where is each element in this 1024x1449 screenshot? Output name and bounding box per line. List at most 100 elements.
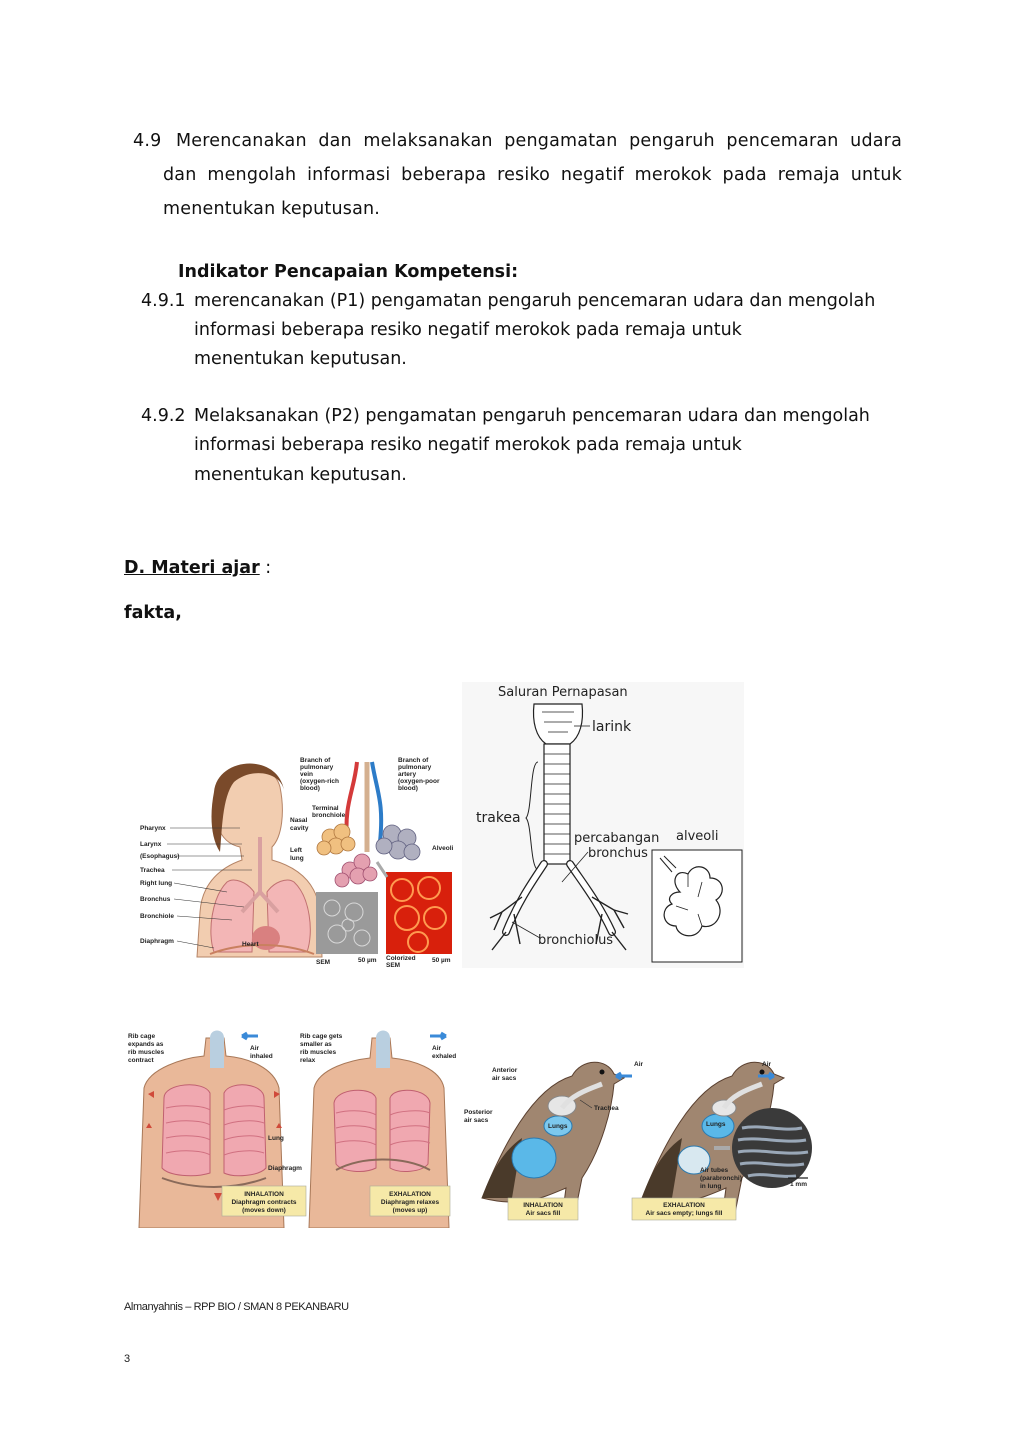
- svg-text:blood): blood): [300, 785, 320, 792]
- indicator-heading: Indikator Pencapaian Kompetensi:: [178, 262, 519, 282]
- svg-text:50 µm: 50 µm: [432, 957, 451, 964]
- svg-text:pulmonary: pulmonary: [398, 764, 432, 771]
- svg-text:Bronchiole: Bronchiole: [140, 913, 174, 920]
- svg-text:Air tubes: Air tubes: [700, 1167, 729, 1174]
- svg-text:trakea: trakea: [476, 810, 521, 826]
- svg-text:Rib cage: Rib cage: [128, 1033, 155, 1040]
- svg-text:INHALATION: INHALATION: [523, 1202, 563, 1209]
- svg-text:1 mm: 1 mm: [790, 1181, 807, 1188]
- svg-text:bronchiolus: bronchiolus: [538, 933, 613, 948]
- svg-text:inhaled: inhaled: [250, 1053, 273, 1060]
- svg-text:relax: relax: [300, 1057, 316, 1064]
- page-number: 3: [124, 1353, 130, 1365]
- svg-text:Lungs: Lungs: [706, 1121, 726, 1128]
- svg-text:Colorized: Colorized: [386, 955, 416, 962]
- svg-text:EXHALATION: EXHALATION: [389, 1191, 431, 1198]
- svg-text:percabangan: percabangan: [574, 831, 659, 846]
- section-heading: D. Materi ajar :: [124, 555, 271, 581]
- svg-text:blood): blood): [398, 785, 418, 792]
- air-tubes-label: Air tubes (parabronchi) in lung: [700, 1167, 742, 1190]
- human-respiratory-illustration: Pharynx Larynx (Esophagus) Trachea Right…: [140, 757, 454, 969]
- svg-text:Posterior: Posterior: [464, 1109, 493, 1116]
- svg-text:Air sacs empty; lungs fill: Air sacs empty; lungs fill: [646, 1210, 723, 1217]
- svg-text:Diaphragm contracts: Diaphragm contracts: [231, 1199, 296, 1206]
- indicator-2-line-3: menentukan keputusan.: [194, 465, 407, 485]
- svg-text:Heart: Heart: [242, 941, 259, 948]
- svg-text:Pharynx: Pharynx: [140, 825, 166, 832]
- objective-line-2: dan mengolah informasi beberapa resiko n…: [163, 165, 902, 185]
- svg-text:Air: Air: [250, 1045, 260, 1052]
- svg-text:(moves down): (moves down): [242, 1207, 286, 1214]
- svg-text:SEM: SEM: [316, 959, 330, 966]
- figure-human-respiratory: Pharynx Larynx (Esophagus) Trachea Right…: [122, 742, 460, 970]
- svg-text:(Esophagus): (Esophagus): [140, 853, 179, 860]
- svg-text:Terminal: Terminal: [312, 805, 339, 812]
- anterior-label: Anterior air sacs: [492, 1067, 518, 1082]
- svg-text:Trachea: Trachea: [594, 1105, 619, 1112]
- svg-text:air sacs: air sacs: [492, 1075, 517, 1082]
- svg-text:air sacs: air sacs: [464, 1117, 489, 1124]
- svg-text:Alveoli: Alveoli: [432, 845, 454, 852]
- indicator-2-line-2: informasi beberapa resiko negatif meroko…: [194, 435, 742, 455]
- saluran-pernapasan-illustration: Saluran Pernapasan larink trakea percaba…: [476, 685, 743, 963]
- svg-text:rib muscles: rib muscles: [300, 1049, 337, 1056]
- svg-text:SEM: SEM: [386, 962, 400, 969]
- svg-text:(moves up): (moves up): [393, 1207, 428, 1214]
- svg-text:Diaphragm: Diaphragm: [140, 938, 174, 945]
- svg-text:Rib cage gets: Rib cage gets: [300, 1033, 343, 1040]
- svg-text:Branch of: Branch of: [398, 757, 429, 764]
- svg-text:Air: Air: [432, 1045, 442, 1052]
- left-labels: Pharynx Larynx (Esophagus) Trachea Right…: [140, 825, 179, 945]
- svg-text:Larynx: Larynx: [140, 841, 162, 848]
- exhale-note: Rib cage gets smaller as rib muscles rel…: [300, 1033, 343, 1064]
- svg-text:Branch of: Branch of: [300, 757, 331, 764]
- human-breathing-illustration: Rib cage expands as rib muscles contract…: [128, 1030, 456, 1228]
- svg-text:Air: Air: [634, 1061, 644, 1068]
- objective-line-1: Merencanakan dan melaksanakan pengamatan…: [176, 131, 902, 151]
- svg-text:Saluran Pernapasan: Saluran Pernapasan: [498, 685, 628, 700]
- svg-text:Nasal: Nasal: [290, 817, 308, 824]
- objective-line-3: menentukan keputusan.: [163, 199, 381, 219]
- svg-text:(oxygen-rich: (oxygen-rich: [300, 778, 339, 785]
- svg-text:larink: larink: [592, 719, 632, 735]
- svg-text:pulmonary: pulmonary: [300, 764, 334, 771]
- svg-text:vein: vein: [300, 771, 313, 778]
- svg-text:(parabronchi): (parabronchi): [700, 1175, 742, 1182]
- indicator-1-line-3: menentukan keputusan.: [194, 349, 407, 369]
- svg-text:smaller as: smaller as: [300, 1041, 332, 1048]
- svg-text:(oxygen-poor: (oxygen-poor: [398, 778, 440, 785]
- svg-text:Lung: Lung: [268, 1135, 284, 1142]
- svg-text:Diaphragm: Diaphragm: [268, 1165, 302, 1172]
- indicator-1-line-2: informasi beberapa resiko negatif meroko…: [194, 320, 742, 340]
- objective-number: 4.9: [133, 131, 162, 151]
- svg-text:Trachea: Trachea: [140, 867, 165, 874]
- svg-text:contract: contract: [128, 1057, 154, 1064]
- artery-label: Branch of pulmonary artery (oxygen-poor …: [398, 757, 440, 792]
- svg-text:exhaled: exhaled: [432, 1053, 456, 1060]
- svg-text:Air: Air: [762, 1061, 772, 1068]
- indicator-1-number: 4.9.1: [141, 291, 186, 311]
- svg-text:bronchus: bronchus: [588, 846, 648, 861]
- indicator-2-line-1: Melaksanakan (P2) pengamatan pengaruh pe…: [194, 406, 870, 426]
- bird-breathing-illustration: Anterior air sacs Posterior air sacs Tra…: [464, 1061, 812, 1221]
- inhale-note: Rib cage expands as rib muscles contract: [128, 1033, 165, 1064]
- figure-saluran-pernapasan: Saluran Pernapasan larink trakea percaba…: [462, 682, 744, 968]
- footer-text: Almanyahnis – RPP BIO / SMAN 8 PEKANBARU: [124, 1301, 349, 1313]
- svg-text:rib muscles: rib muscles: [128, 1049, 165, 1056]
- section-title: D. Materi ajar: [124, 558, 260, 578]
- svg-text:Left: Left: [290, 847, 303, 854]
- svg-text:Anterior: Anterior: [492, 1067, 518, 1074]
- svg-text:Air sacs fill: Air sacs fill: [526, 1210, 561, 1217]
- svg-text:expands as: expands as: [128, 1041, 164, 1048]
- svg-text:bronchiole: bronchiole: [312, 812, 346, 819]
- vein-label: Branch of pulmonary vein (oxygen-rich bl…: [300, 757, 339, 792]
- svg-text:cavity: cavity: [290, 825, 309, 832]
- svg-text:alveoli: alveoli: [676, 829, 718, 844]
- svg-text:50 µm: 50 µm: [358, 957, 377, 964]
- svg-text:INHALATION: INHALATION: [244, 1191, 284, 1198]
- section-colon: :: [259, 558, 272, 578]
- svg-text:in lung: in lung: [700, 1183, 721, 1190]
- svg-text:Right lung: Right lung: [140, 880, 172, 887]
- svg-text:artery: artery: [398, 771, 416, 778]
- indicator-2-number: 4.9.2: [141, 406, 186, 426]
